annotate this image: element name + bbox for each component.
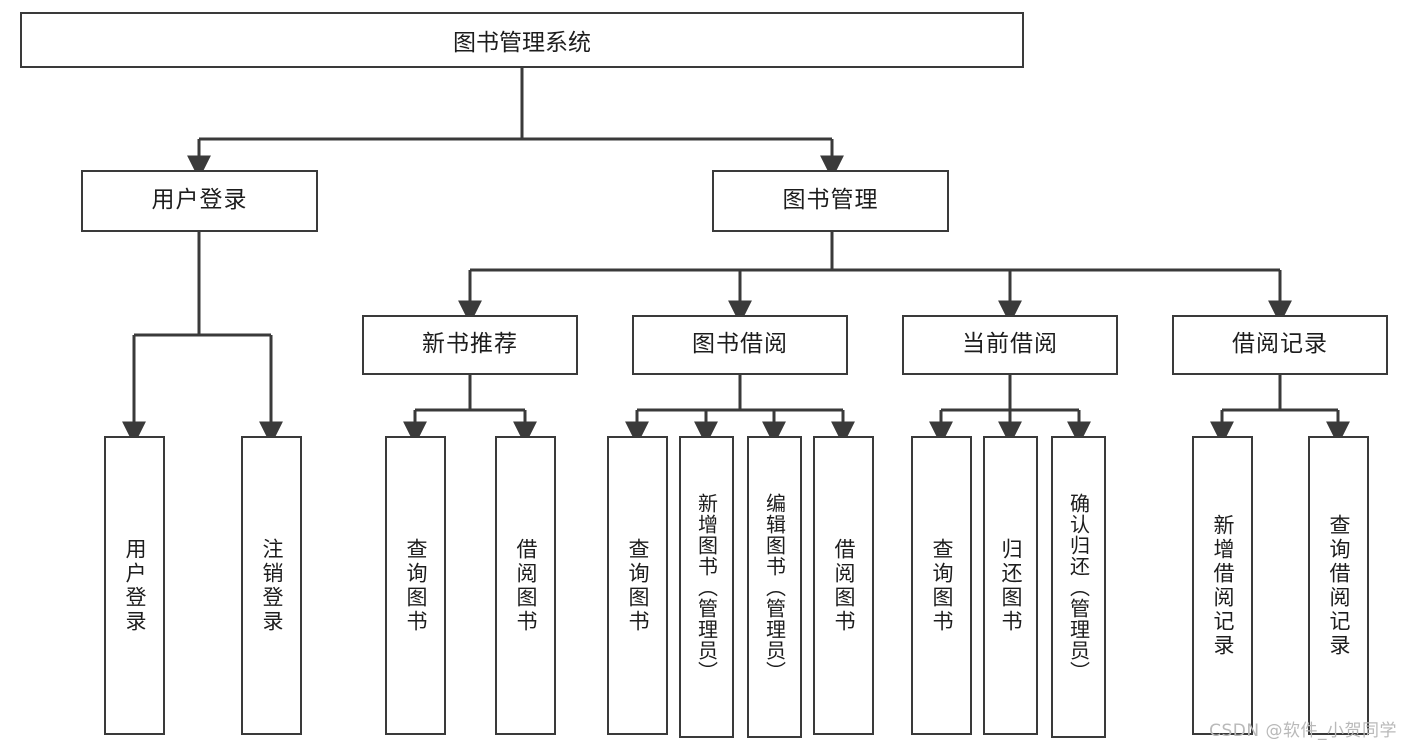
node-leaf-user-login-label: 用户登录 <box>123 537 147 634</box>
node-leaf-return-book-label: 归还图书 <box>999 537 1023 634</box>
node-new-book-recommend-label: 新书推荐 <box>422 331 518 358</box>
node-leaf-query-record[interactable]: 查询借阅记录 <box>1308 436 1369 735</box>
node-leaf-borrow-book-1[interactable]: 借阅图书 <box>495 436 556 735</box>
node-leaf-add-book[interactable]: 新增图书（管理员） <box>679 436 734 738</box>
node-leaf-confirm-return[interactable]: 确认归还（管理员） <box>1051 436 1106 738</box>
node-leaf-logout-login-label: 注销登录 <box>260 537 284 634</box>
node-leaf-query-record-label: 查询借阅记录 <box>1327 513 1351 658</box>
node-leaf-query-book-1[interactable]: 查询图书 <box>385 436 446 735</box>
node-leaf-logout-login[interactable]: 注销登录 <box>241 436 302 735</box>
node-leaf-query-book-1-label: 查询图书 <box>404 537 428 634</box>
node-book-borrow-label: 图书借阅 <box>692 331 788 358</box>
node-borrow-record-label: 借阅记录 <box>1232 331 1328 358</box>
node-leaf-query-book-3[interactable]: 查询图书 <box>911 436 972 735</box>
node-leaf-query-book-2-label: 查询图书 <box>626 537 650 634</box>
node-leaf-confirm-return-label: 确认归还（管理员） <box>1066 492 1091 682</box>
node-new-book-recommend[interactable]: 新书推荐 <box>362 315 578 375</box>
node-leaf-borrow-book-1-label: 借阅图书 <box>514 537 538 634</box>
node-leaf-edit-book-label: 编辑图书（管理员） <box>762 492 787 682</box>
node-leaf-borrow-book-2[interactable]: 借阅图书 <box>813 436 874 735</box>
node-leaf-query-book-2[interactable]: 查询图书 <box>607 436 668 735</box>
node-leaf-query-book-3-label: 查询图书 <box>930 537 954 634</box>
node-leaf-return-book[interactable]: 归还图书 <box>983 436 1038 735</box>
node-book-manage-label: 图书管理 <box>782 187 879 214</box>
node-leaf-borrow-book-2-label: 借阅图书 <box>832 537 856 634</box>
node-root[interactable]: 图书管理系统 <box>20 12 1024 68</box>
node-leaf-add-book-label: 新增图书（管理员） <box>694 492 719 682</box>
node-user-login-label: 用户登录 <box>151 187 248 214</box>
node-leaf-edit-book[interactable]: 编辑图书（管理员） <box>747 436 802 738</box>
node-leaf-add-record[interactable]: 新增借阅记录 <box>1192 436 1253 735</box>
node-leaf-add-record-label: 新增借阅记录 <box>1211 513 1235 658</box>
node-book-borrow[interactable]: 图书借阅 <box>632 315 848 375</box>
node-book-manage[interactable]: 图书管理 <box>712 170 949 232</box>
watermark: CSDN @软件_小贺同学 <box>1209 721 1397 741</box>
node-borrow-record[interactable]: 借阅记录 <box>1172 315 1388 375</box>
node-root-label: 图书管理系统 <box>453 30 591 56</box>
node-leaf-user-login[interactable]: 用户登录 <box>104 436 165 735</box>
node-current-borrow-label: 当前借阅 <box>962 331 1058 358</box>
node-user-login[interactable]: 用户登录 <box>81 170 318 232</box>
node-current-borrow[interactable]: 当前借阅 <box>902 315 1118 375</box>
